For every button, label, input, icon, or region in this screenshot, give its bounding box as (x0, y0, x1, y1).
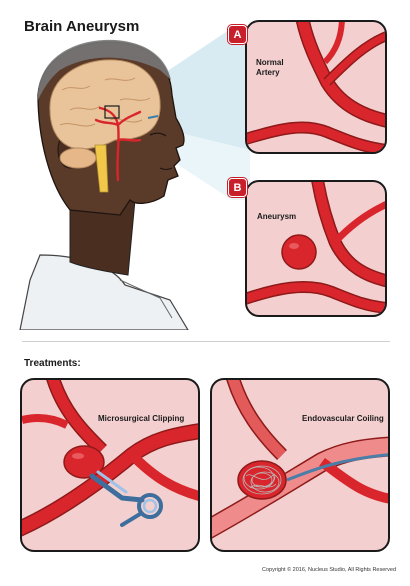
label-microsurgical-clipping: Microsurgical Clipping (98, 414, 185, 423)
catheter (286, 453, 388, 482)
coiling-illustration (212, 380, 388, 539)
panel-microsurgical-clipping (20, 378, 200, 552)
zoom-box (104, 105, 120, 119)
cerebellum (59, 147, 97, 169)
panel-endovascular-coiling (210, 378, 390, 552)
panel-aneurysm (245, 180, 387, 317)
brain-arteries (94, 106, 142, 182)
hair (37, 39, 172, 100)
brain (49, 59, 161, 150)
label-endovascular-coiling: Endovascular Coiling (302, 414, 384, 423)
surgical-clip-icon (89, 470, 163, 527)
aneurysm-bulge (281, 234, 317, 270)
label-aneurysm: Aneurysm (257, 212, 297, 221)
copyright-text: Copyright © 2016, Nucleus Studio, All Ri… (262, 567, 396, 573)
section-divider (22, 341, 390, 342)
label-normal: Normal (256, 58, 284, 67)
aneurysm-illustration (247, 182, 385, 314)
coil-icon (242, 465, 282, 495)
page-title: Brain Aneurysm (24, 18, 140, 35)
badge-b: B (228, 178, 247, 197)
label-artery: Artery (256, 68, 280, 77)
head-illustration (19, 28, 250, 330)
clipping-illustration (22, 380, 198, 537)
normal-artery-illustration (247, 22, 385, 152)
panel-normal-artery (245, 20, 387, 154)
badge-a: A (228, 25, 247, 44)
label-normal-artery: Normal Artery (256, 58, 284, 78)
treatments-heading: Treatments: (24, 358, 81, 369)
